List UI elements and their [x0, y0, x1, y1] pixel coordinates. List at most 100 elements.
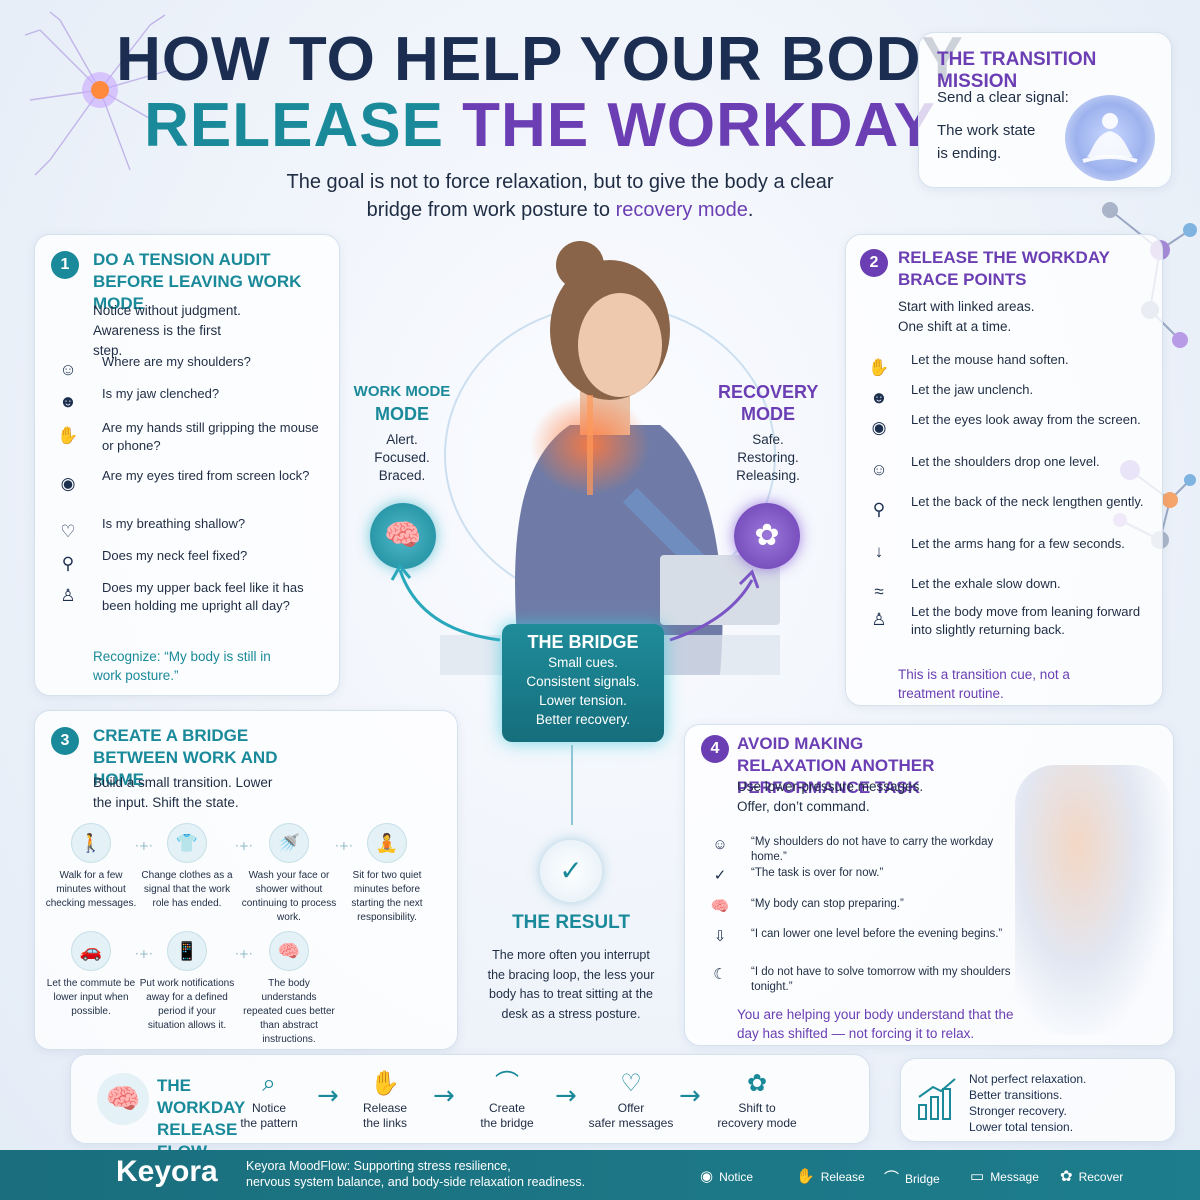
footer-nav-message[interactable]: ▭Message [970, 1167, 1039, 1185]
footer-nav-label: Release [820, 1170, 865, 1184]
footer-nav-label: Message [990, 1170, 1039, 1184]
transition-mission-card: THE TRANSITION MISSION Send a clear sign… [918, 32, 1172, 188]
neuron-illustration [24, 11, 180, 176]
bridge-icon: ⌒ [495, 1070, 519, 1097]
release-item-text: Let the arms hang for a few seconds. [911, 536, 1125, 551]
section-heading: AVOID MAKING RELAXATION ANOTHER PERFORMA… [737, 734, 935, 797]
body-icon: ♙ [871, 610, 887, 629]
hand-icon: ✋ [796, 1168, 815, 1185]
search-icon: ⌕ [262, 1070, 276, 1097]
summary-line: Better transitions. [969, 1088, 1063, 1102]
work-mode-line: Braced. [378, 468, 426, 483]
brain-icon: 🧠 [710, 898, 730, 915]
result-body: The more often you interrupt the bracing… [487, 948, 655, 1021]
arm-icon: ↓ [874, 542, 884, 561]
message-heart-icon: ♡ [620, 1070, 642, 1097]
audit-question-text: Is my jaw clenched? [102, 386, 220, 401]
footer-nav-label: Bridge [905, 1172, 940, 1186]
bridge-idea: 📱Put work notifications away for a defin… [139, 931, 235, 1033]
brain-icon: 🧠 [97, 1073, 149, 1125]
bridge-line: Lower tension. [539, 693, 627, 708]
page-title-line-2: RELEASE THE WORKDAY [0, 90, 1080, 161]
section-sub: Use lower-pressure messages. Offer, don’… [737, 779, 924, 814]
section-create-bridge: 3 CREATE A BRIDGE BETWEEN WORK AND HOME … [34, 710, 458, 1050]
bridge-idea: 🧠The body understands repeated cues bett… [241, 931, 337, 1047]
recovery-mode-heading-line-2: MODE [741, 404, 795, 424]
safer-message-text: “I do not have to solve tomorrow with my… [751, 966, 1011, 993]
recovery-mode-line: Restoring. [737, 450, 799, 465]
work-mode-line: Alert. [386, 432, 418, 447]
arrow-right-icon: → [317, 1081, 339, 1111]
section-footer: This is a transition cue, not a treatmen… [898, 667, 1070, 701]
mission-line-1: Send a clear signal: [937, 89, 1069, 106]
sit-icon: 🧘 [367, 823, 407, 863]
bridge-heading: THE BRIDGE [527, 632, 639, 652]
recovery-mode-body: Safe. Restoring. Releasing. [718, 431, 818, 485]
summary-line: Not perfect relaxation. [969, 1072, 1087, 1086]
safer-message-text: “The task is over for now.” [751, 867, 884, 879]
flow-step-line-2: the bridge [480, 1116, 534, 1130]
brain-icon: 🧠 [269, 931, 309, 971]
meditation-icon [1065, 95, 1155, 181]
section-tension-audit: 1 DO A TENSION AUDIT BEFORE LEAVING WORK… [34, 234, 340, 696]
arrow-right-icon: → [555, 1081, 577, 1111]
footer-nav-release[interactable]: ✋ Release [796, 1167, 865, 1185]
car-icon: 🚗 [71, 931, 111, 971]
safer-message-text: “My shoulders do not have to carry the w… [751, 836, 994, 863]
connector-dots: ·+· [135, 839, 153, 853]
recovery-mode-card: RECOVERY MODE Safe. Restoring. Releasing… [718, 375, 818, 555]
summary-card: Not perfect relaxation. Better transitio… [900, 1058, 1176, 1142]
section-brace-points: 2 RELEASE THE WORKDAY BRACE POINTS Start… [845, 234, 1163, 706]
section-footer: You are helping your body understand tha… [737, 1007, 1014, 1041]
audit-question-text: Are my eyes tired from screen lock? [102, 468, 310, 483]
arrow-right-icon: → [433, 1081, 455, 1111]
footer-nav-bridge[interactable]: ⌒Bridge [884, 1167, 940, 1188]
eye-icon: ◉ [700, 1168, 714, 1185]
lungs-icon: ♡ [60, 522, 76, 541]
flow-step-line-1: Notice [251, 1101, 286, 1115]
audit-question-text: Where are my shoulders? [102, 354, 251, 369]
face-icon: ☻ [870, 388, 888, 407]
flow-step-line-1: Release [362, 1101, 408, 1115]
keyora-logo[interactable]: Keyora [116, 1155, 218, 1188]
work-mode-card: WORK MODE MODE Alert. Focused. Braced. [352, 375, 452, 555]
bridge-idea-text: Change clothes as a signal that the work… [141, 870, 233, 909]
footer-bar: Keyora Keyora MoodFlow: Supporting stres… [0, 1150, 1200, 1200]
hands-icon: ✋ [370, 1070, 400, 1097]
flow-step-line-1: Shift to [738, 1101, 776, 1115]
footer-nav-recover[interactable]: ✿ Recover [1060, 1167, 1123, 1185]
section-avoid-performance: 4 AVOID MAKING RELAXATION ANOTHER PERFOR… [684, 724, 1174, 1046]
section-number: 2 [860, 249, 888, 277]
eye-icon: ◉ [60, 474, 76, 493]
transition-arrows [390, 563, 760, 642]
neck-icon: ⚲ [872, 500, 886, 519]
bridge-connector [571, 745, 573, 825]
hand-icon: ✋ [57, 426, 79, 445]
summary-line: Lower total tension. [969, 1120, 1074, 1134]
footer-nav-notice[interactable]: ◉Notice [700, 1167, 753, 1185]
flow-step-line-2: the pattern [240, 1116, 298, 1130]
release-item-text: Let the shoulders drop one level. [911, 454, 1100, 469]
bridge-idea-text: Wash your face or shower without continu… [241, 870, 337, 923]
summary-line: Stronger recovery. [969, 1104, 1067, 1118]
face-icon: ☻ [59, 392, 77, 411]
neck-icon: ⚲ [61, 554, 75, 573]
title-word-workday: THE WORKDAY [462, 91, 936, 160]
section-sub: Notice without judgment. Awareness is th… [93, 303, 241, 358]
exhale-icon: ≈ [874, 582, 884, 601]
bridge-line: Small cues. [548, 655, 618, 670]
recovery-mode-heading-line-1: RECOVERY [718, 382, 819, 402]
work-mode-heading-line-2: MODE [375, 404, 429, 424]
audit-question-text: Is my breathing shallow? [102, 516, 246, 531]
section-heading: RELEASE THE WORKDAY BRACE POINTS [898, 248, 1110, 289]
title-word-release: RELEASE [144, 91, 444, 160]
result-heading: THE RESULT [512, 912, 630, 933]
flow-step-line-2: recovery mode [717, 1116, 797, 1130]
lotus-icon: ✿ [1060, 1168, 1073, 1185]
connector-dots: ·+· [135, 947, 153, 961]
footer-nav-label: Recover [1078, 1170, 1124, 1184]
work-mode-heading-line-1: WORK MODE [353, 383, 451, 400]
